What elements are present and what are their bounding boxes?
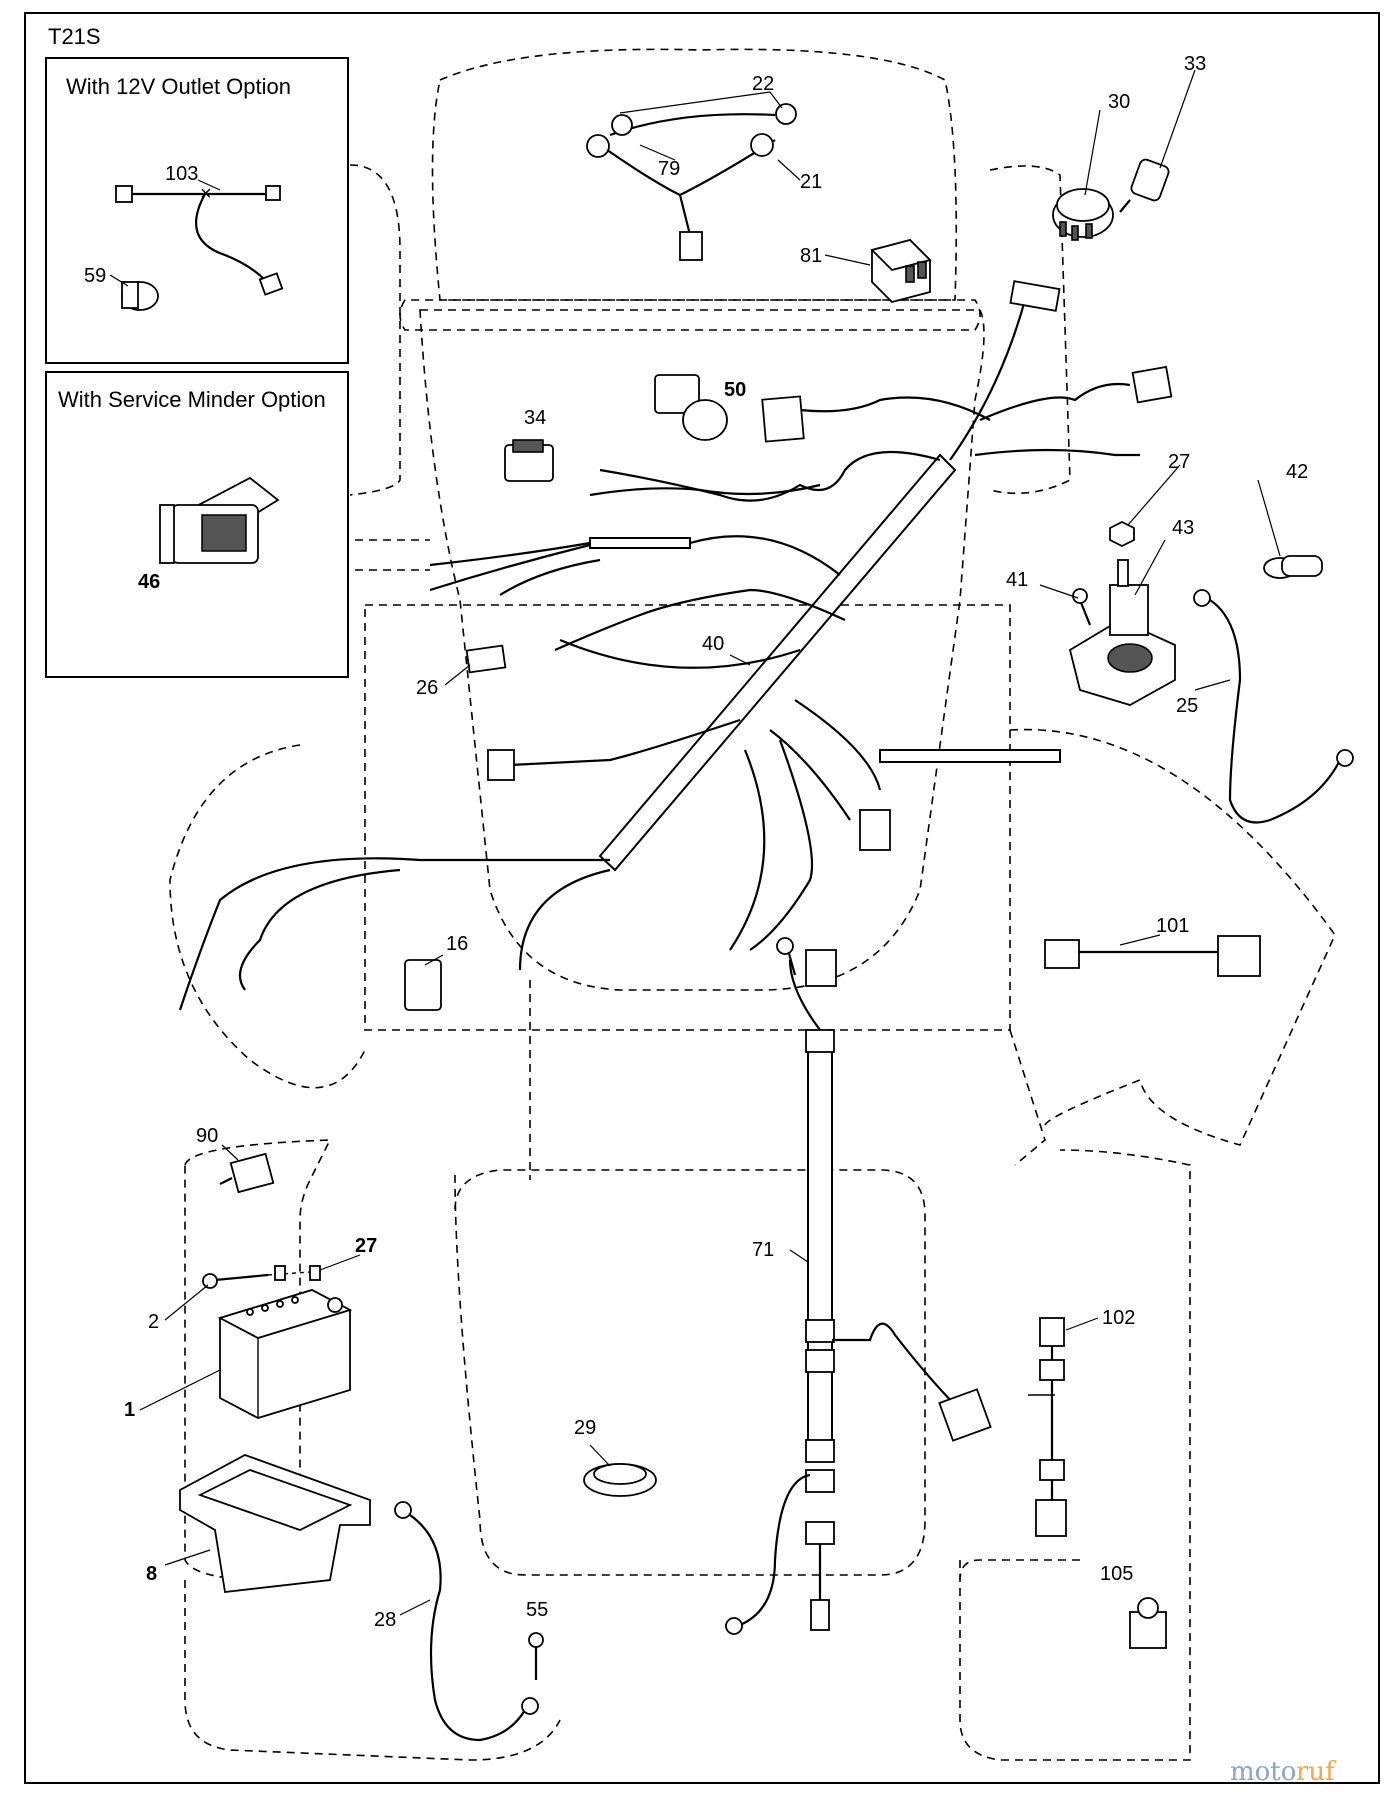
fuse-icon bbox=[465, 644, 507, 674]
svg-text:×: × bbox=[200, 183, 212, 205]
watermark-logo: moto ruf bbox=[1230, 1757, 1337, 1787]
label-8: 8 bbox=[146, 1563, 157, 1585]
ignition-switch-icon bbox=[1052, 188, 1114, 241]
relay-icon bbox=[870, 238, 932, 304]
label-22: 22 bbox=[752, 73, 774, 95]
battery-cable-25 bbox=[1193, 589, 1354, 824]
battery-bolt-icon bbox=[202, 1265, 321, 1289]
ignition-key-icon bbox=[1119, 158, 1170, 213]
rear-harness-71 bbox=[725, 937, 992, 1635]
battery-tray-icon bbox=[179, 1454, 371, 1593]
label-28: 28 bbox=[374, 1609, 396, 1631]
label-103: 103 bbox=[165, 163, 198, 185]
option-box-title-minder: With Service Minder Option bbox=[58, 387, 326, 412]
switch-50-icon bbox=[654, 374, 728, 441]
label-102: 102 bbox=[1102, 1307, 1135, 1329]
part-90-icon bbox=[219, 1152, 275, 1194]
label-29: 29 bbox=[574, 1417, 596, 1439]
label-30: 30 bbox=[1108, 91, 1130, 113]
terminal-boot-icon bbox=[1263, 555, 1323, 579]
outlet-socket-icon bbox=[121, 281, 159, 311]
chassis-outline bbox=[169, 48, 1336, 1761]
label-101: 101 bbox=[1156, 915, 1189, 937]
label-43: 43 bbox=[1172, 517, 1194, 539]
leader-lines bbox=[109, 69, 1281, 1616]
label-27-top: 27 bbox=[1168, 451, 1190, 473]
option-box-12v-outlet: With 12V Outlet Option × bbox=[45, 57, 349, 364]
connector-101-icon bbox=[1044, 935, 1261, 977]
watermark-b: ruf bbox=[1296, 1757, 1337, 1787]
starter-solenoid-icon bbox=[1068, 559, 1176, 706]
battery-icon bbox=[217, 1289, 353, 1419]
label-16: 16 bbox=[446, 933, 468, 955]
headlight-harness bbox=[586, 103, 797, 261]
label-81: 81 bbox=[800, 245, 822, 267]
option-box-title-12v: With 12V Outlet Option bbox=[66, 74, 291, 99]
label-26: 26 bbox=[416, 677, 438, 699]
watermark-a: moto bbox=[1230, 1757, 1296, 1787]
main-wiring-harness bbox=[178, 280, 1173, 1011]
bolt-41-icon bbox=[1072, 588, 1092, 626]
label-71: 71 bbox=[752, 1239, 774, 1261]
label-90: 90 bbox=[196, 1125, 218, 1147]
label-2: 2 bbox=[148, 1311, 159, 1333]
connector-102-icon bbox=[1028, 1317, 1067, 1537]
label-33: 33 bbox=[1184, 53, 1206, 75]
label-42: 42 bbox=[1286, 461, 1308, 483]
diagram-frame bbox=[24, 12, 1380, 1784]
label-40: 40 bbox=[702, 633, 724, 655]
label-46: 46 bbox=[138, 571, 160, 593]
diagram-code: T21S bbox=[48, 24, 101, 49]
label-79: 79 bbox=[658, 158, 680, 180]
label-50: 50 bbox=[724, 379, 746, 401]
label-59: 59 bbox=[84, 265, 106, 287]
part-105-icon bbox=[1129, 1597, 1167, 1649]
switch-34-icon bbox=[504, 439, 554, 482]
option-box-service-minder: With Service Minder Option bbox=[45, 371, 349, 678]
label-105: 105 bbox=[1100, 1563, 1133, 1585]
label-41: 41 bbox=[1006, 569, 1028, 591]
label-25: 25 bbox=[1176, 695, 1198, 717]
switch-16-icon bbox=[404, 959, 442, 1011]
label-1: 1 bbox=[124, 1399, 135, 1421]
label-21: 21 bbox=[800, 171, 822, 193]
ground-cable-28 bbox=[394, 1501, 539, 1742]
bolt-55-icon bbox=[528, 1632, 544, 1680]
label-27-bottom: 27 bbox=[355, 1235, 377, 1257]
nut-27-icon bbox=[1109, 520, 1135, 548]
label-55: 55 bbox=[526, 1599, 548, 1621]
harness-connector-icon bbox=[487, 749, 891, 851]
part-labels: 22 79 21 81 30 33 50 34 27 42 43 41 40 2… bbox=[84, 53, 1308, 1631]
label-34: 34 bbox=[524, 407, 546, 429]
grommet-29-icon bbox=[583, 1463, 657, 1497]
hour-meter-icon bbox=[159, 476, 280, 564]
